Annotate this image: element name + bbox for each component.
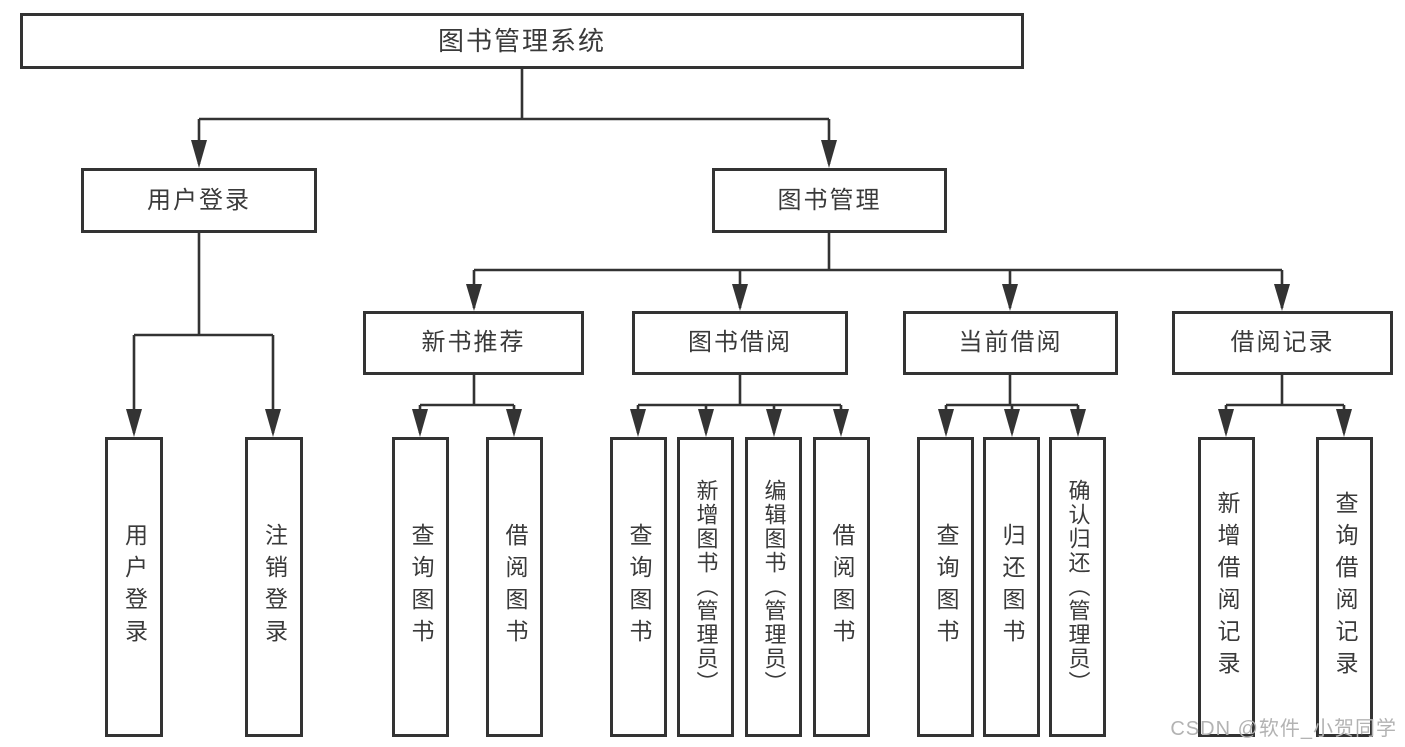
node-user-login: 用户登录 [81,168,317,233]
leaf-borrow-books-recommend: 借阅图书 [486,437,543,737]
node-label: 借阅图书 [829,523,855,651]
leaf-confirm-return-admin: 确认归还（管理员） [1049,437,1106,737]
leaf-user-login: 用户登录 [105,437,163,737]
connector-book-management-to-children [466,233,1290,311]
arrow-down-icon [1274,284,1290,311]
arrow-down-icon [1004,409,1020,437]
node-label: 注销登录 [261,523,288,651]
csdn-watermark: CSDN @软件_小贺同学 [1170,718,1397,740]
node-library-management-system: 图书管理系统 [20,13,1024,69]
arrow-down-icon [265,409,281,437]
node-book-management: 图书管理 [712,168,947,233]
connector-user-login-to-children [126,233,281,437]
node-label: 当前借阅 [958,329,1063,356]
leaf-logout: 注销登录 [245,437,303,737]
arrow-down-icon [1002,284,1018,311]
connector-borrow-records-to-children [1218,375,1352,437]
arrow-down-icon [821,140,837,168]
node-label: 新增借阅记录 [1214,491,1240,683]
node-label: 编辑图书（管理员） [761,479,787,695]
node-book-borrowing: 图书借阅 [632,311,848,375]
arrow-down-icon [412,409,428,437]
connector-book-borrowing-to-children [630,375,849,437]
leaf-add-borrow-record: 新增借阅记录 [1198,437,1255,737]
node-label: 归还图书 [999,523,1025,651]
node-label: 图书借阅 [688,329,792,356]
arrow-down-icon [191,140,207,168]
node-current-borrowing: 当前借阅 [903,311,1118,375]
arrow-down-icon [1070,409,1086,437]
connector-new-book-recommend-to-children [412,375,522,437]
connector-root-to-level2 [191,69,837,168]
node-new-book-recommend: 新书推荐 [363,311,584,375]
node-label: 借阅图书 [502,523,528,651]
node-label: 查询图书 [408,523,434,651]
node-label: 查询图书 [626,523,652,651]
arrow-down-icon [698,409,714,437]
node-label: 图书管理系统 [437,26,606,56]
leaf-return-book: 归还图书 [983,437,1040,737]
arrow-down-icon [732,284,748,311]
node-label: 用户登录 [147,186,251,214]
leaf-borrow-books: 借阅图书 [813,437,870,737]
node-borrow-records: 借阅记录 [1172,311,1393,375]
arrow-down-icon [466,284,482,311]
node-label: 借阅记录 [1230,329,1335,356]
leaf-add-book-admin: 新增图书（管理员） [677,437,734,737]
connector-current-borrowing-to-children [938,375,1086,437]
node-label: 查询借阅记录 [1332,491,1358,683]
node-label: 新增图书（管理员） [693,479,719,695]
leaf-query-books-borrow: 查询图书 [610,437,667,737]
node-label: 用户登录 [121,523,148,651]
leaf-query-books-recommend: 查询图书 [392,437,449,737]
arrow-down-icon [630,409,646,437]
node-label: 确认归还（管理员） [1065,479,1091,695]
arrow-down-icon [766,409,782,437]
arrow-down-icon [938,409,954,437]
arrow-down-icon [1218,409,1234,437]
arrow-down-icon [1336,409,1352,437]
node-label: 查询图书 [933,523,959,651]
leaf-query-borrow-record: 查询借阅记录 [1316,437,1373,737]
node-label: 新书推荐 [421,329,526,356]
arrow-down-icon [506,409,522,437]
arrow-down-icon [833,409,849,437]
arrow-down-icon [126,409,142,437]
leaf-query-books-current: 查询图书 [917,437,974,737]
leaf-edit-book-admin: 编辑图书（管理员） [745,437,802,737]
node-label: 图书管理 [777,186,882,214]
